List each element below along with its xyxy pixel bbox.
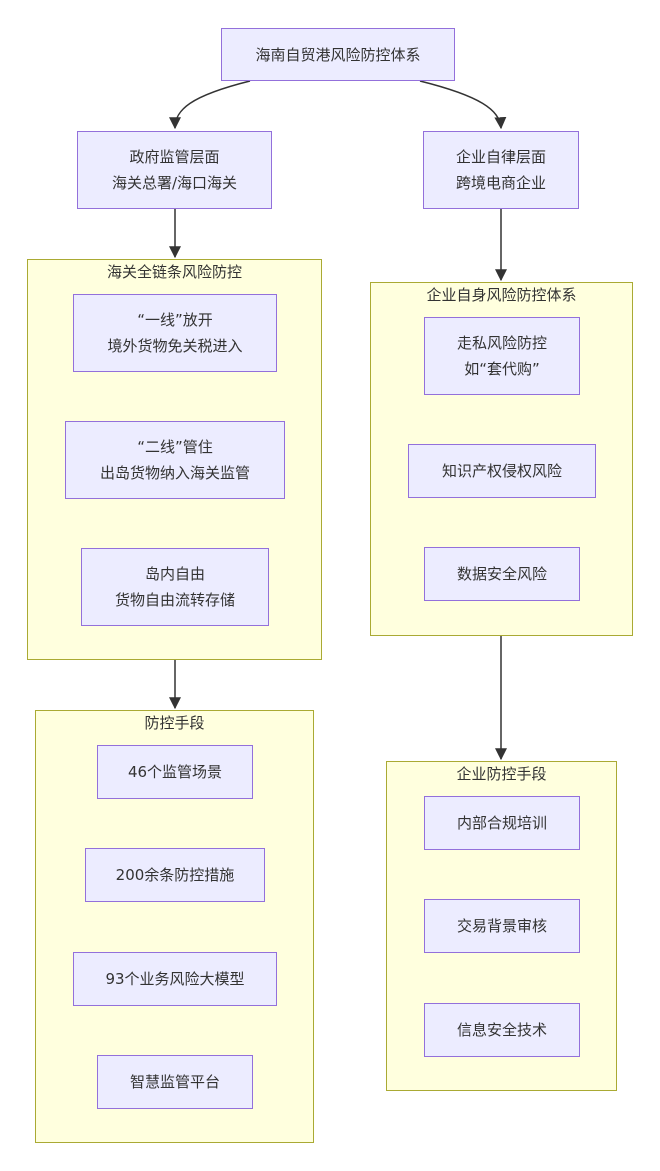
compliance-training-label: 内部合规培训 bbox=[456, 814, 547, 832]
enterprise-system-title: 企业自身风险防控体系 bbox=[426, 286, 577, 304]
second-line-node: “二线”管住 出岛货物纳入海关监管 bbox=[65, 421, 285, 499]
second-line-line1: “二线”管住 bbox=[137, 438, 213, 456]
smuggling-risk-line2: 如“套代购” bbox=[464, 360, 540, 378]
measure-scenarios-label: 46个监管场景 bbox=[127, 763, 223, 781]
island-freedom-node: 岛内自由 货物自由流转存储 bbox=[81, 548, 269, 626]
enterprise-system-group: 企业自身风险防控体系 走私风险防控 如“套代购” 知识产权侵权风险 数据安全风险 bbox=[370, 282, 633, 636]
government-supervision-line1: 政府监管层面 bbox=[129, 148, 220, 166]
enterprise-measures-title: 企业防控手段 bbox=[456, 765, 547, 783]
data-security-label: 数据安全风险 bbox=[456, 565, 547, 583]
first-line-line2: 境外货物免关税进入 bbox=[107, 337, 243, 355]
edge-root-to-government bbox=[169, 80, 251, 130]
first-line-line1: “一线”放开 bbox=[137, 311, 213, 329]
enterprise-selfdiscipline-line2: 跨境电商企业 bbox=[455, 174, 546, 192]
customs-chain-group: 海关全链条风险防控 “一线”放开 境外货物免关税进入 “二线”管住 出岛货物纳入… bbox=[27, 259, 322, 660]
infosec-tech-node: 信息安全技术 bbox=[424, 1003, 580, 1057]
transaction-review-label: 交易背景审核 bbox=[456, 917, 547, 935]
smuggling-risk-node: 走私风险防控 如“套代购” bbox=[424, 317, 580, 395]
transaction-review-node: 交易背景审核 bbox=[424, 899, 580, 953]
island-freedom-line1: 岛内自由 bbox=[144, 565, 205, 583]
government-supervision-line2: 海关总署/海口海关 bbox=[111, 174, 238, 192]
enterprise-selfdiscipline-line1: 企业自律层面 bbox=[455, 148, 546, 166]
customs-chain-title: 海关全链条风险防控 bbox=[106, 263, 242, 281]
smuggling-risk-line1: 走私风险防控 bbox=[456, 334, 547, 352]
customs-measures-title: 防控手段 bbox=[144, 714, 205, 732]
second-line-line2: 出岛货物纳入海关监管 bbox=[99, 464, 250, 482]
infosec-tech-label: 信息安全技术 bbox=[456, 1021, 547, 1039]
data-security-node: 数据安全风险 bbox=[424, 547, 580, 601]
edge-root-to-enterprise bbox=[419, 80, 507, 130]
measure-scenarios-node: 46个监管场景 bbox=[97, 745, 253, 799]
ip-risk-node: 知识产权侵权风险 bbox=[408, 444, 596, 498]
measure-models-node: 93个业务风险大模型 bbox=[73, 952, 277, 1006]
root-node-label: 海南自贸港风险防控体系 bbox=[255, 45, 421, 64]
government-supervision-node: 政府监管层面 海关总署/海口海关 bbox=[77, 131, 272, 209]
enterprise-measures-group: 企业防控手段 内部合规培训 交易背景审核 信息安全技术 bbox=[386, 761, 617, 1091]
compliance-training-node: 内部合规培训 bbox=[424, 796, 580, 850]
enterprise-selfdiscipline-node: 企业自律层面 跨境电商企业 bbox=[423, 131, 579, 209]
measure-models-label: 93个业务风险大模型 bbox=[105, 970, 245, 988]
measure-platform-node: 智慧监管平台 bbox=[97, 1055, 253, 1109]
root-node: 海南自贸港风险防控体系 bbox=[221, 28, 455, 81]
island-freedom-line2: 货物自由流转存储 bbox=[114, 591, 235, 609]
first-line-node: “一线”放开 境外货物免关税进入 bbox=[73, 294, 277, 372]
measure-actions-label: 200余条防控措施 bbox=[115, 866, 235, 884]
measure-actions-node: 200余条防控措施 bbox=[85, 848, 265, 902]
ip-risk-label: 知识产权侵权风险 bbox=[441, 462, 562, 480]
customs-measures-group: 防控手段 46个监管场景 200余条防控措施 93个业务风险大模型 智慧监管平台 bbox=[35, 710, 314, 1143]
measure-platform-label: 智慧监管平台 bbox=[129, 1073, 220, 1091]
